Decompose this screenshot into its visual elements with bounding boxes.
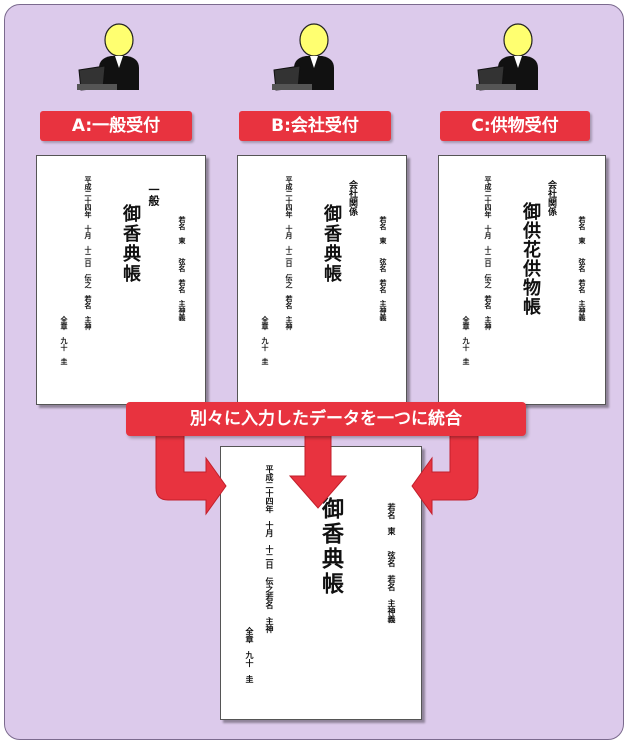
doc-date-column: 平成二十四年 十月 十二日 伝之 若名 主神 <box>484 176 493 330</box>
ledger-document-a: 一般 御香典帳 平成二十四年 十月 十二日 伝之 若名 主神 若名 東 弦名 若… <box>36 155 206 405</box>
doc-title: 御香典帳 <box>318 497 344 597</box>
doc-title: 御供花供物帳 <box>520 202 541 316</box>
arrow-center <box>288 431 348 509</box>
doc-bottom-column: 全章 九十 圭 <box>462 316 471 365</box>
doc-bottom-column: 全章 九十 圭 <box>60 316 69 365</box>
doc-top-label: 一般 <box>147 184 160 206</box>
person-at-laptop-icon <box>272 23 334 91</box>
label-general-reception: A:一般受付 <box>40 111 192 141</box>
person-at-laptop-icon <box>476 23 538 91</box>
person-at-laptop-icon <box>77 23 139 91</box>
doc-date-column: 平成二十四年 十月 十二日 伝之 若名 主神 <box>84 176 93 330</box>
doc-names-column: 若名 東 弦名 若名 主神義 <box>178 216 187 321</box>
ledger-document-b: 会社関係 御香典帳 平成二十四年 十月 十二日 伝之 若名 主神 若名 東 弦名… <box>237 155 407 405</box>
doc-date-column: 平成二十四年 十月 十二日 伝之 若名 主神 <box>285 176 294 330</box>
doc-names-column: 若名 東 弦名 若名 主神義 <box>387 503 397 623</box>
doc-names-column: 若名 東 弦名 若名 主神義 <box>578 216 587 321</box>
merge-banner: 別々に入力したデータを一つに統合 <box>126 402 526 436</box>
ledger-document-c: 会社関係 御供花供物帳 平成二十四年 十月 十二日 伝之 若名 主神 若名 東 … <box>438 155 606 405</box>
label-company-reception: B:会社受付 <box>239 111 391 141</box>
doc-top-label: 会社関係 <box>347 180 357 216</box>
doc-title: 御香典帳 <box>120 204 141 284</box>
doc-date-column: 平成二十四年 十月 十二日 伝之若名 主神 <box>265 465 275 633</box>
arrow-left <box>155 431 227 516</box>
doc-names-column: 若名 東 弦名 若名 主神義 <box>379 216 388 321</box>
doc-top-label: 会社関係 <box>546 180 556 216</box>
arrow-right <box>411 431 479 516</box>
doc-title: 御香典帳 <box>321 204 342 284</box>
label-offering-reception: C:供物受付 <box>440 111 590 141</box>
doc-bottom-column: 全章 九十 圭 <box>245 627 255 683</box>
doc-bottom-column: 全章 九十 圭 <box>261 316 270 365</box>
